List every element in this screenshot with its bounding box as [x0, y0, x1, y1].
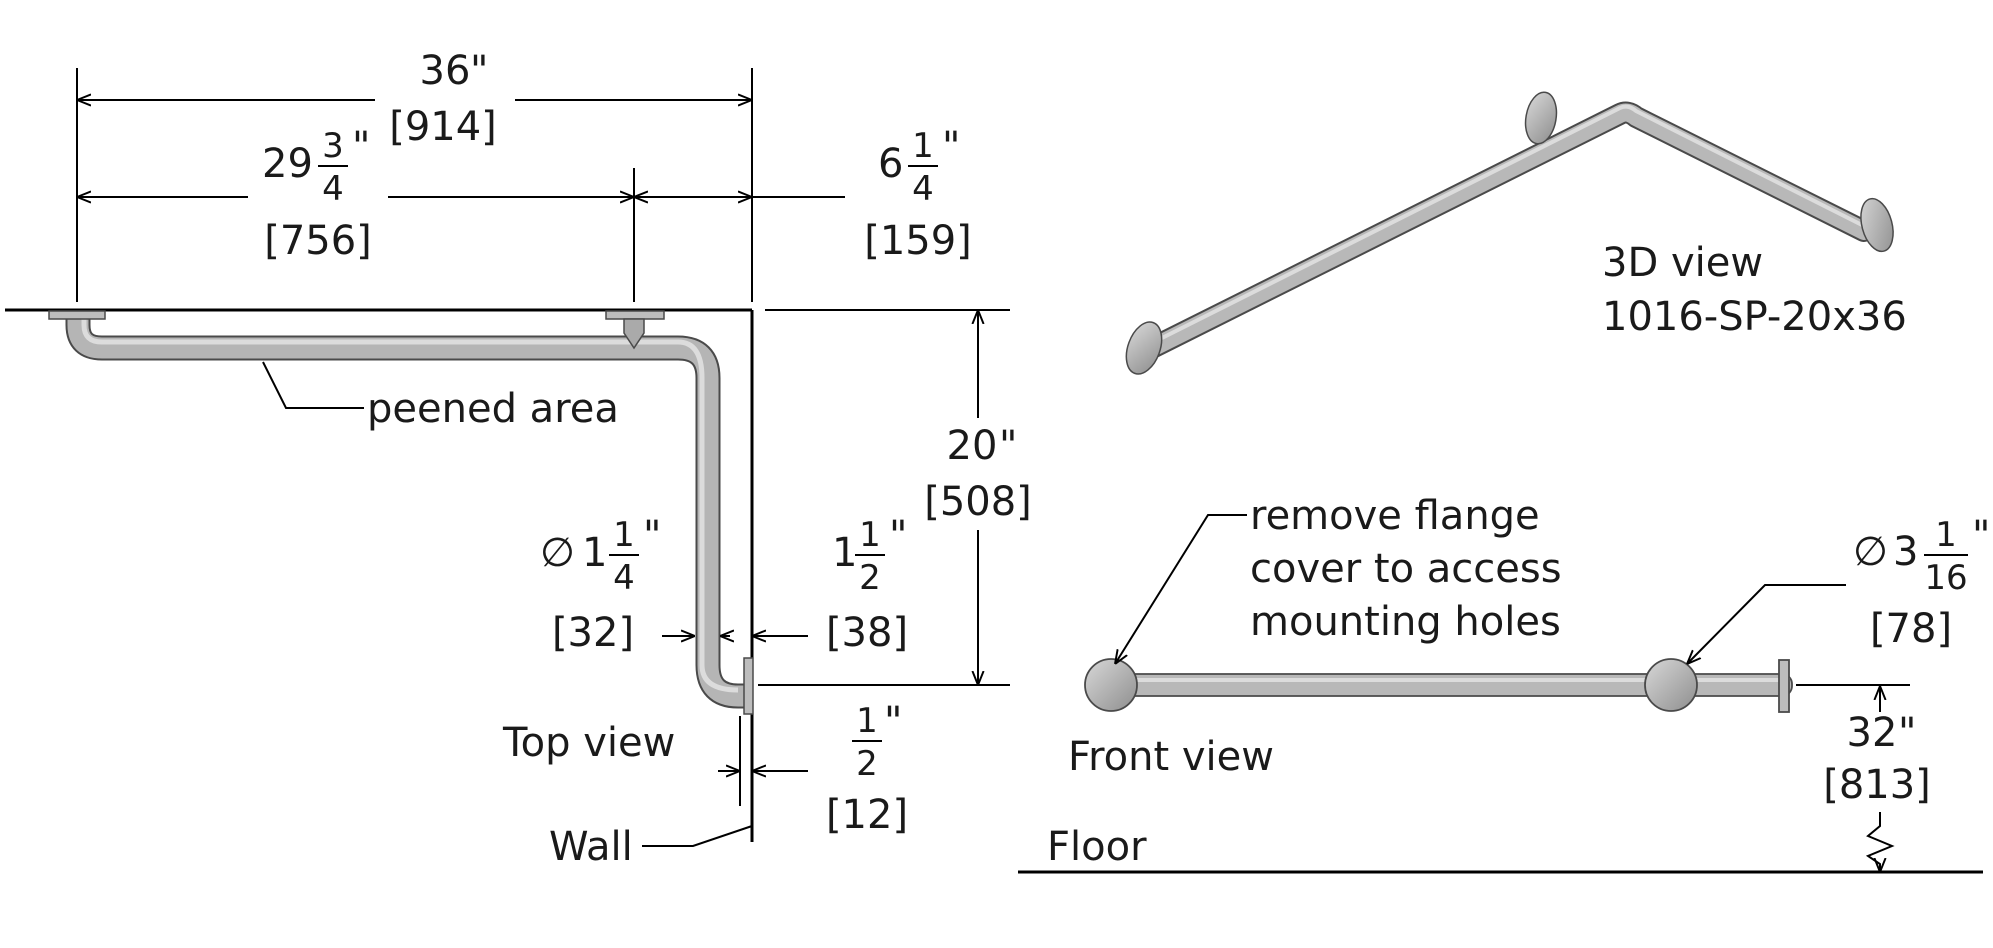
dim-clear-whole: 1	[832, 530, 857, 576]
dim-thick-num: 1	[856, 701, 878, 741]
dim-6-inch-mark: "	[942, 124, 960, 170]
dim-36-inch-mark: "	[470, 48, 488, 94]
top-view-label: Top view	[502, 720, 675, 766]
front-view: remove flange cover to access mounting h…	[1018, 493, 1990, 874]
dim-32-mm: [813]	[1823, 762, 1931, 808]
iso-grab-bar	[1125, 91, 1894, 375]
front-flange-left	[1084, 658, 1138, 712]
note-line-3: mounting holes	[1250, 599, 1561, 645]
iso-flange-middle	[1524, 91, 1558, 145]
floor-label: Floor	[1047, 824, 1147, 870]
dim-6-num: 1	[912, 126, 934, 166]
dim-dia-num: 1	[613, 515, 635, 555]
dim-6-whole: 6	[878, 141, 903, 187]
model-number: 1016-SP-20x36	[1602, 294, 1907, 340]
dim-36-mm: [914]	[389, 104, 497, 150]
front-grab-bar	[1084, 658, 1793, 713]
dim-dia-whole: 1	[582, 530, 607, 576]
flange-dia-leader	[1687, 584, 1846, 664]
dim-thick-mm: [12]	[826, 792, 908, 838]
dim-20-in: 20	[947, 423, 998, 469]
dim-20-inch-mark: "	[999, 423, 1017, 469]
flange-dia-den: 16	[1924, 558, 1967, 598]
dim-dia-inch-mark: "	[643, 513, 661, 559]
dim-6-den: 4	[912, 169, 934, 209]
dim-dia-den: 4	[613, 558, 635, 598]
dim-clear-den: 2	[859, 558, 881, 598]
flange-diameter-symbol: ∅	[1853, 529, 1888, 575]
middle-post	[623, 318, 645, 350]
flange-left	[48, 310, 106, 320]
dim-29-num: 3	[322, 126, 344, 166]
dim-36-in: 36	[420, 48, 471, 94]
front-view-label: Front view	[1068, 734, 1274, 780]
dim-29-mm: [756]	[264, 218, 372, 264]
dim-29-inch-mark: "	[352, 124, 370, 170]
top-view-grab-bar	[48, 310, 754, 715]
flange-right	[743, 657, 754, 715]
dim-20-mm: [508]	[924, 479, 1032, 525]
front-flange-middle	[1644, 658, 1698, 712]
iso-view: 3D view 1016-SP-20x36	[1125, 91, 1907, 375]
dim-thick-den: 2	[856, 744, 878, 784]
front-flange-right	[1778, 659, 1790, 713]
flange-dia-num: 1	[1935, 515, 1957, 555]
wall-leader	[642, 825, 753, 847]
dim-6-mm: [159]	[864, 218, 972, 264]
dim-32-inch-mark: "	[1898, 710, 1916, 756]
dim-clear-num: 1	[859, 515, 881, 555]
iso-flange-right	[1860, 197, 1894, 253]
flange-dia-mm: [78]	[1870, 606, 1952, 652]
dim-32-in: 32	[1847, 710, 1898, 756]
dim-clear-inch-mark: "	[889, 513, 907, 559]
break-line	[1865, 812, 1895, 872]
dim-thick-inch-mark: "	[884, 699, 902, 745]
iso-flange-left	[1125, 321, 1163, 375]
iso-view-label: 3D view	[1602, 240, 1763, 286]
flange-dia-inch-mark: "	[1972, 513, 1990, 559]
note-leader	[1115, 514, 1247, 664]
wall-label: Wall	[549, 824, 633, 870]
note-line-2: cover to access	[1250, 546, 1562, 592]
dim-29-whole: 29	[262, 141, 313, 187]
diameter-symbol: ∅	[540, 530, 575, 576]
flange-middle	[605, 310, 665, 320]
peened-leader	[262, 361, 364, 409]
flange-dia-whole: 3	[1893, 529, 1918, 575]
top-view: 36 " [914] 29 3 4 " [756] 6 1 4 " [159] …	[5, 48, 1032, 870]
dim-dia-mm: [32]	[552, 610, 634, 656]
dim-29-den: 4	[322, 169, 344, 209]
peened-area-label: peened area	[367, 386, 619, 432]
dim-clear-mm: [38]	[826, 610, 908, 656]
note-line-1: remove flange	[1250, 493, 1540, 539]
